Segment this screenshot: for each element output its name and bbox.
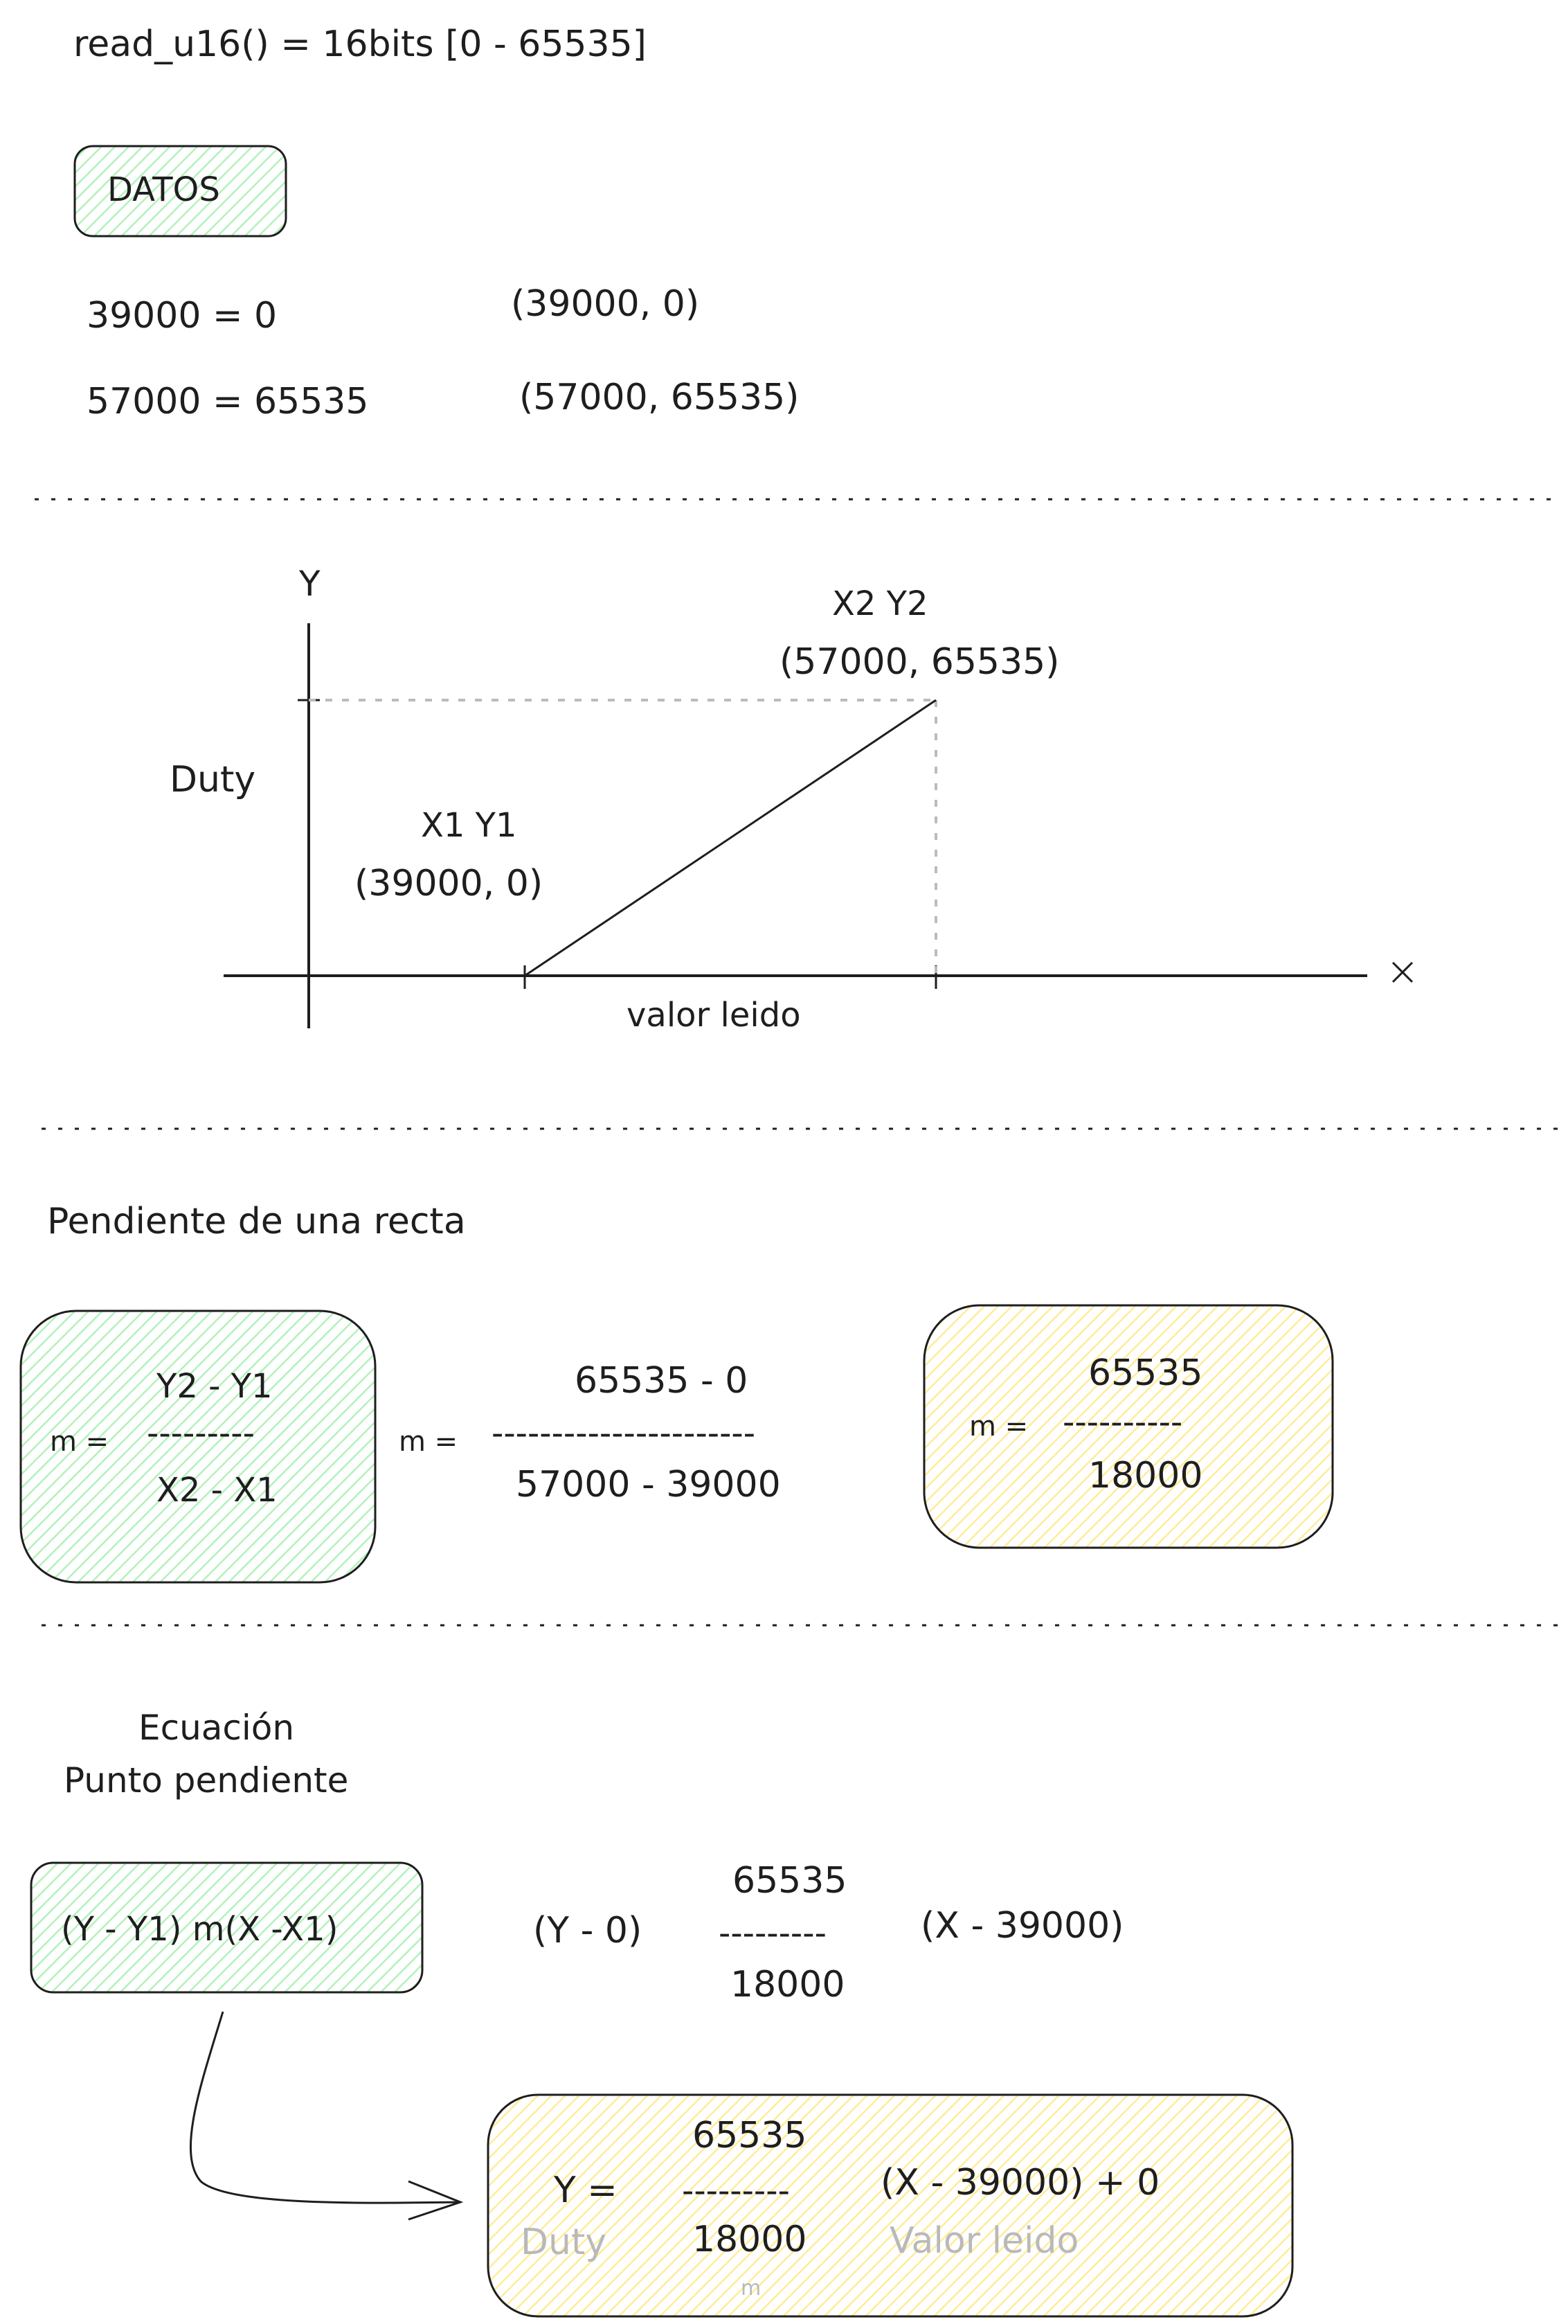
- point1-names: X1 Y1: [421, 806, 517, 845]
- datos-row2-point: (57000, 65535): [519, 377, 800, 418]
- equation-title-line2: Punto pendiente: [64, 1760, 349, 1800]
- slope-sub-den: 57000 - 39000: [516, 1464, 781, 1505]
- datos-box: [73, 145, 287, 238]
- eq-sub-left: (Y - 0): [533, 1910, 642, 1951]
- final-bar: ---------: [682, 2172, 790, 2210]
- equation-formula: (Y - Y1) m(X -X1): [61, 1910, 339, 1949]
- header-text: read_u16() = 16bits [0 - 65535]: [73, 24, 647, 65]
- slope-sub-bar: ----------------------: [492, 1414, 756, 1453]
- final-den: 18000: [692, 2219, 807, 2260]
- data-line: [524, 699, 937, 977]
- slope-formula-den: X2 - X1: [156, 1471, 278, 1510]
- eq-sub-den: 18000: [730, 1964, 845, 2005]
- point1-coords: (39000, 0): [354, 863, 543, 904]
- y-axis-label: Y: [299, 564, 321, 604]
- final-equation-box: [487, 2093, 1294, 2318]
- eq-sub-right: (X - 39000): [921, 1905, 1124, 1947]
- final-annotation-m: m: [741, 2276, 762, 2300]
- final-annotation-duty: Duty: [521, 2222, 607, 2263]
- datos-label: DATOS: [107, 170, 220, 209]
- final-num: 65535: [692, 2115, 807, 2156]
- point2-names: X2 Y2: [832, 584, 928, 623]
- final-rhs: (X - 39000) + 0: [881, 2162, 1160, 2204]
- equation-title-line1: Ecuación: [138, 1708, 295, 1748]
- graph-xlabel: valor leido: [627, 996, 801, 1035]
- slope-result-num: 65535: [1088, 1352, 1203, 1394]
- graph-ylabel: Duty: [170, 759, 256, 801]
- datos-row2-eq: 57000 = 65535: [87, 381, 369, 422]
- eq-sub-num: 65535: [732, 1860, 847, 1902]
- slope-formula-num: Y2 - Y1: [156, 1367, 273, 1406]
- slope-result-box: [923, 1304, 1334, 1549]
- datos-row1-eq: 39000 = 0: [87, 295, 278, 337]
- arrow-connector: [189, 2011, 461, 2204]
- final-annotation-valor-leido: Valor leido: [890, 2220, 1079, 2262]
- slope-sub-lhs: m =: [399, 1426, 458, 1458]
- slope-formula-bar: ---------: [147, 1414, 255, 1453]
- eq-sub-bar: ---------: [719, 1914, 827, 1953]
- datos-row1-point: (39000, 0): [511, 283, 700, 325]
- x-axis-end-mark: [1391, 961, 1414, 983]
- equation-formula-box: [30, 1861, 424, 1994]
- point2-coords: (57000, 65535): [780, 641, 1060, 683]
- slope-sub-num: 65535 - 0: [575, 1360, 748, 1402]
- slope-title: Pendiente de una recta: [47, 1201, 466, 1242]
- slope-result-lhs: m =: [969, 1411, 1029, 1442]
- slope-formula-lhs: m =: [50, 1426, 109, 1458]
- arrow-head: [408, 2180, 464, 2221]
- slope-result-bar: ----------: [1063, 1403, 1183, 1442]
- slope-result-den: 18000: [1088, 1455, 1203, 1496]
- final-lhs: Y =: [554, 2170, 618, 2211]
- slope-formula-box: [19, 1310, 377, 1584]
